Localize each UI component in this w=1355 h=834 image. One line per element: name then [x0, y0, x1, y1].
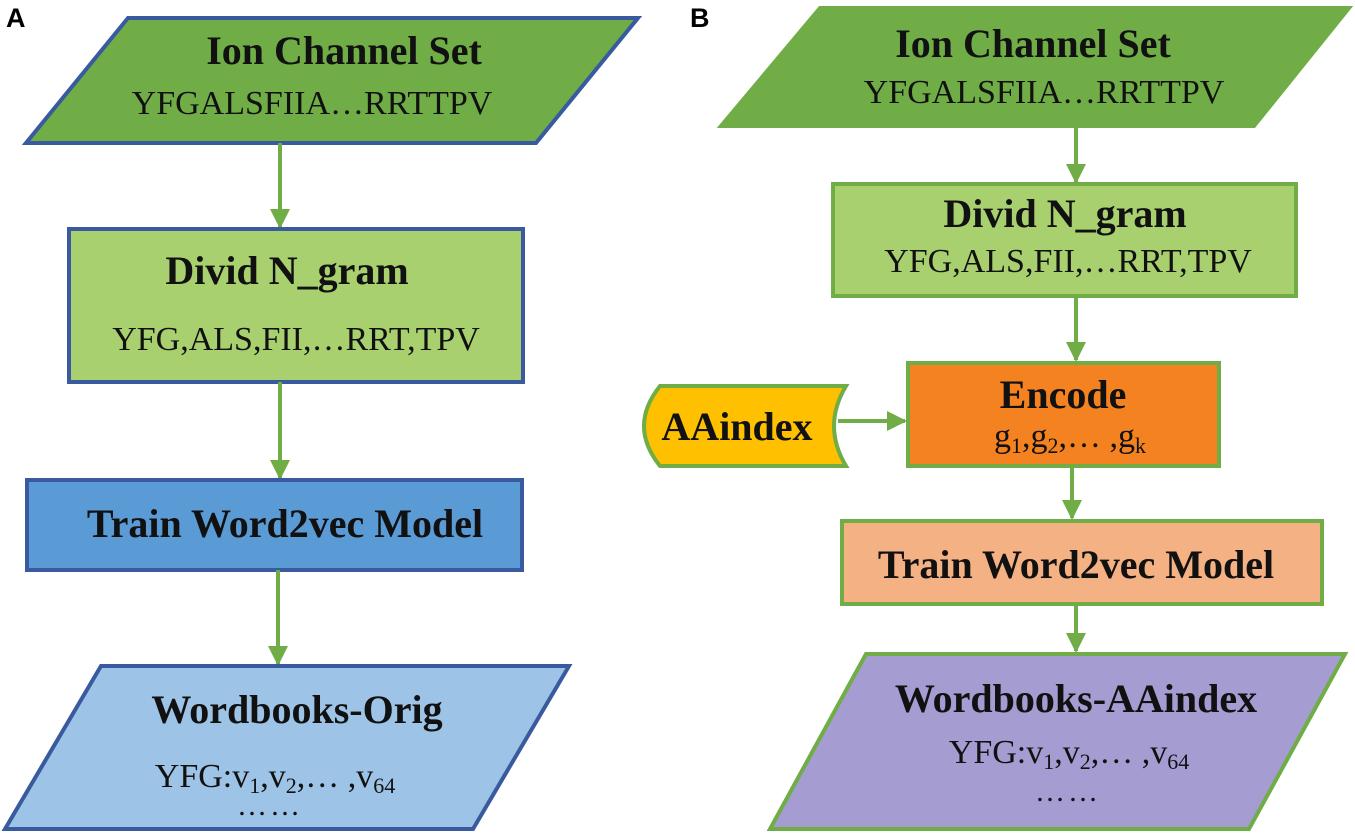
g-prefix: g — [994, 418, 1011, 455]
panel-b-input-title: Ion Channel Set — [895, 21, 1171, 66]
panel-b-train-shape — [840, 519, 1324, 606]
vec-sub-3: 64 — [1167, 749, 1189, 774]
panel-b-ngram-title: Divid N_gram — [943, 191, 1186, 236]
panel-b-output-title: Wordbooks-AAindex — [895, 676, 1257, 721]
panel-b: B Ion Channel Set YFGALSFIIA…RRTTPV Divi… — [642, 3, 1354, 831]
panel-b-encode-title: Encode — [1000, 372, 1127, 417]
g-sep-1: ,g — [1022, 418, 1048, 455]
vec-sub-2: 2 — [286, 773, 297, 798]
panel-b-encode-node: Encode g1,g2,… ,gk — [906, 361, 1221, 468]
panel-a-letter: A — [6, 3, 26, 33]
panel-a-input-sequence: YFGALSFIIA…RRTTPV — [132, 85, 493, 122]
panel-b-ngram-node: Divid N_gram YFG,ALS,FII,…RRT,TPV — [831, 182, 1298, 298]
g-sub-1: 1 — [1011, 433, 1022, 458]
g-sub-2: 2 — [1048, 433, 1059, 458]
panel-b-input-sequence: YFGALSFIIA…RRTTPV — [864, 74, 1225, 111]
vec-sub-3: 64 — [373, 773, 395, 798]
vec-prefix: YFG:v — [949, 734, 1043, 771]
panel-a-output-node: Wordbooks-Orig YFG:v1,v2,… ,v64 …… — [1, 664, 573, 831]
panel-a-train-title: Train Word2vec Model — [87, 501, 483, 546]
panel-b-input-shape — [716, 6, 1354, 128]
g-sep-2: ,… ,g — [1059, 418, 1136, 455]
panel-b-aaindex-node: AAindex — [642, 384, 850, 468]
vec-sep-2: ,… ,v — [297, 758, 374, 795]
panel-b-letter: B — [690, 3, 710, 33]
panel-b-ngram-shape — [831, 182, 1298, 298]
panel-b-output-vector: YFG:v1,v2,… ,v64 — [949, 734, 1189, 774]
panel-b-input-node: Ion Channel Set YFGALSFIIA…RRTTPV — [716, 6, 1354, 128]
panel-a-ngram-node: Divid N_gram YFG,ALS,FII,…RRT,TPV — [67, 227, 525, 384]
panel-b-encode-formula: g1,g2,… ,gk — [994, 418, 1146, 458]
vec-sub-1: 1 — [1043, 749, 1054, 774]
panel-b-output-dots: …… — [1035, 775, 1101, 808]
vec-sep-2: ,… ,v — [1091, 734, 1168, 771]
panel-b-train-title: Train Word2vec Model — [878, 542, 1274, 587]
panel-a-output-shape — [1, 664, 573, 831]
panel-a-train-shape — [25, 478, 524, 572]
panel-b-encode-shape — [906, 361, 1221, 468]
panel-a-train-node: Train Word2vec Model — [25, 478, 524, 572]
panel-b-train-node: Train Word2vec Model — [840, 519, 1324, 606]
panel-a-output-dots: …… — [237, 789, 303, 822]
panel-a-ngram-shape — [67, 227, 525, 384]
panel-a: A Ion Channel Set YFGALSFIIA…RRTTPV Divi… — [1, 3, 643, 831]
panel-a-input-node: Ion Channel Set YFGALSFIIA…RRTTPV — [21, 16, 643, 145]
panel-a-input-shape — [21, 16, 643, 145]
vec-prefix: YFG:v — [155, 758, 249, 795]
panel-b-output-node: Wordbooks-AAindex YFG:v1,v2,… ,v64 …… — [766, 652, 1349, 831]
panel-b-aaindex-label: AAindex — [661, 404, 812, 449]
vec-sub-1: 1 — [249, 773, 260, 798]
vec-sep-1: ,v — [260, 758, 286, 795]
panel-a-input-title: Ion Channel Set — [206, 28, 482, 73]
g-sub-3: k — [1135, 433, 1146, 458]
panel-b-aaindex-shape — [642, 384, 850, 468]
panel-a-ngram-words: YFG,ALS,FII,…RRT,TPV — [112, 321, 480, 358]
vec-sep-1: ,v — [1054, 734, 1080, 771]
panel-b-ngram-words: YFG,ALS,FII,…RRT,TPV — [884, 243, 1252, 280]
panel-a-ngram-title: Divid N_gram — [165, 248, 408, 293]
vec-sub-2: 2 — [1080, 749, 1091, 774]
panel-a-output-title: Wordbooks-Orig — [151, 687, 442, 732]
panel-b-output-shape — [766, 652, 1349, 831]
panel-a-output-vector: YFG:v1,v2,… ,v64 — [155, 758, 395, 798]
